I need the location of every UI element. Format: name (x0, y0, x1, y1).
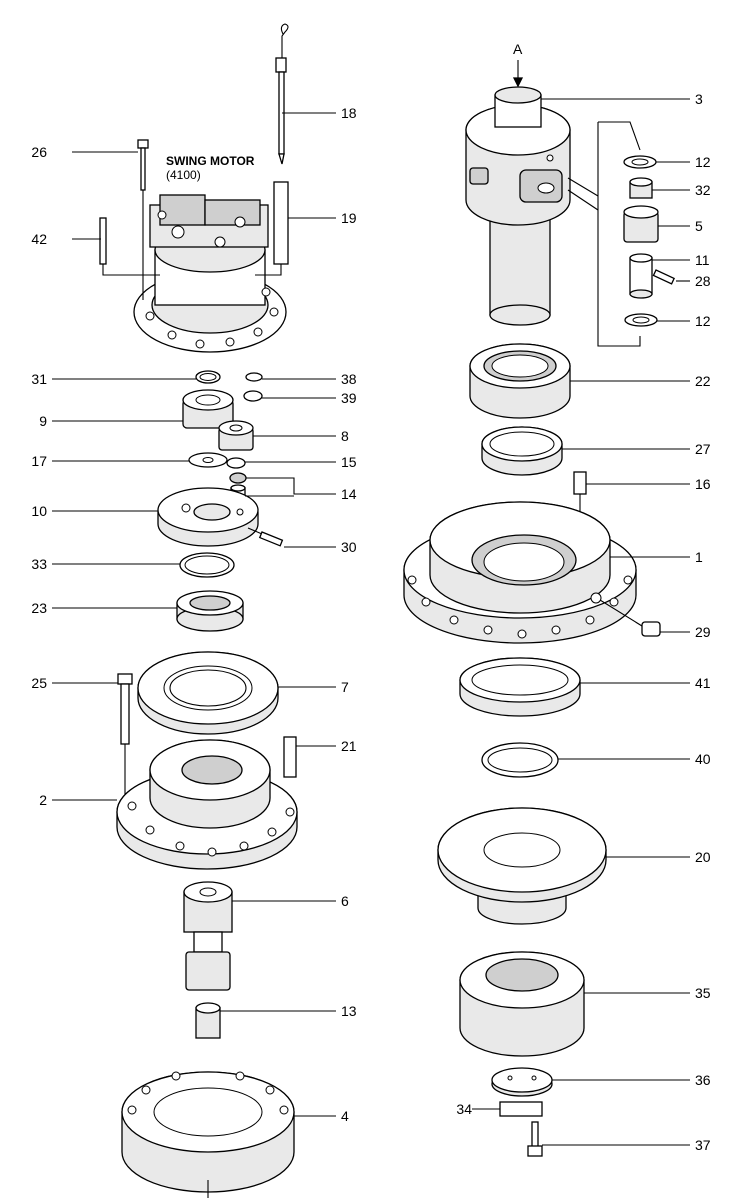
ring-gear-4 (121, 1071, 295, 1198)
callout-7: 7 (341, 679, 349, 695)
seal-41 (459, 657, 581, 717)
callout-12-bottom: 12 (695, 313, 711, 329)
bolt-37 (527, 1121, 543, 1157)
view-arrow-a (512, 60, 524, 88)
callout-40: 40 (695, 751, 711, 767)
ring-15 (226, 457, 246, 469)
carrier-10 (157, 487, 259, 547)
callout-34: 34 (456, 1101, 472, 1117)
callout-19: 19 (341, 210, 357, 226)
callout-31: 31 (31, 371, 47, 387)
pin-28 (652, 269, 675, 285)
shaft-6 (183, 881, 233, 991)
callout-30: 30 (341, 539, 357, 555)
callout-6: 6 (341, 893, 349, 909)
swing-motor-ref: (4100) (166, 168, 201, 182)
callout-3: 3 (695, 91, 703, 107)
tube-19 (255, 181, 289, 276)
view-label-a: A (513, 41, 523, 57)
callout-16: 16 (695, 476, 711, 492)
pin-21 (283, 736, 297, 778)
callout-1: 1 (695, 549, 703, 565)
callout-14: 14 (341, 486, 357, 502)
callout-18: 18 (341, 105, 357, 121)
ring-27 (481, 426, 563, 476)
gear-9 (182, 389, 234, 429)
callout-9: 9 (39, 413, 47, 429)
gear-8 (218, 420, 254, 451)
callout-11: 11 (695, 252, 710, 268)
housing-2 (116, 739, 298, 870)
callout-42: 42 (31, 231, 47, 247)
planet-gear-5 (623, 205, 659, 243)
callout-12-top: 12 (695, 154, 711, 170)
pinion-35 (459, 951, 585, 1057)
plug-29 (599, 599, 661, 637)
callout-32: 32 (695, 182, 711, 198)
carrier-shaft-3 (465, 86, 571, 326)
bearing-23 (176, 590, 244, 632)
plate-36 (491, 1067, 553, 1097)
callout-27: 27 (695, 441, 711, 457)
callout-29: 29 (695, 624, 711, 640)
callout-8: 8 (341, 428, 349, 444)
callout-36: 36 (695, 1072, 711, 1088)
callout-35: 35 (695, 985, 711, 1001)
callout-28: 28 (695, 273, 711, 289)
pin-11 (629, 253, 653, 299)
callout-37: 37 (695, 1137, 711, 1153)
pin-16 (573, 471, 587, 495)
callout-38: 38 (341, 371, 357, 387)
callout-25: 25 (31, 675, 47, 691)
lock-plate-34 (499, 1101, 543, 1117)
callout-2: 2 (39, 792, 47, 808)
leader-lines (52, 98, 690, 1146)
cover-20 (437, 807, 607, 925)
bolt-26 (137, 139, 149, 300)
washer-39 (243, 390, 263, 402)
swing-motor-title: SWING MOTOR (166, 154, 255, 168)
callout-33: 33 (31, 556, 47, 572)
bearing-22 (469, 343, 571, 419)
callout-22: 22 (695, 373, 711, 389)
callout-20: 20 (695, 849, 711, 865)
bolt-25 (117, 673, 133, 800)
callout-39: 39 (341, 390, 357, 406)
callout-17: 17 (31, 453, 47, 469)
pin-30 (247, 527, 284, 547)
sleeve-13 (195, 1002, 221, 1039)
ring-38 (245, 372, 263, 382)
callout-4: 4 (341, 1108, 349, 1124)
callout-26: 26 (31, 144, 47, 160)
callout-10: 10 (31, 503, 47, 519)
callout-23: 23 (31, 600, 47, 616)
callout-5: 5 (695, 218, 703, 234)
ring-gear-7 (137, 651, 279, 735)
housing-1 (403, 501, 637, 644)
sub-assembly-bracket (597, 122, 641, 347)
callout-15: 15 (341, 454, 357, 470)
pin-42 (99, 217, 160, 276)
callout-21: 21 (341, 738, 357, 754)
callout-13: 13 (341, 1003, 357, 1019)
dipstick-18 (275, 23, 289, 165)
swing-motor-assembly (133, 194, 287, 353)
callout-41: 41 (695, 675, 711, 691)
